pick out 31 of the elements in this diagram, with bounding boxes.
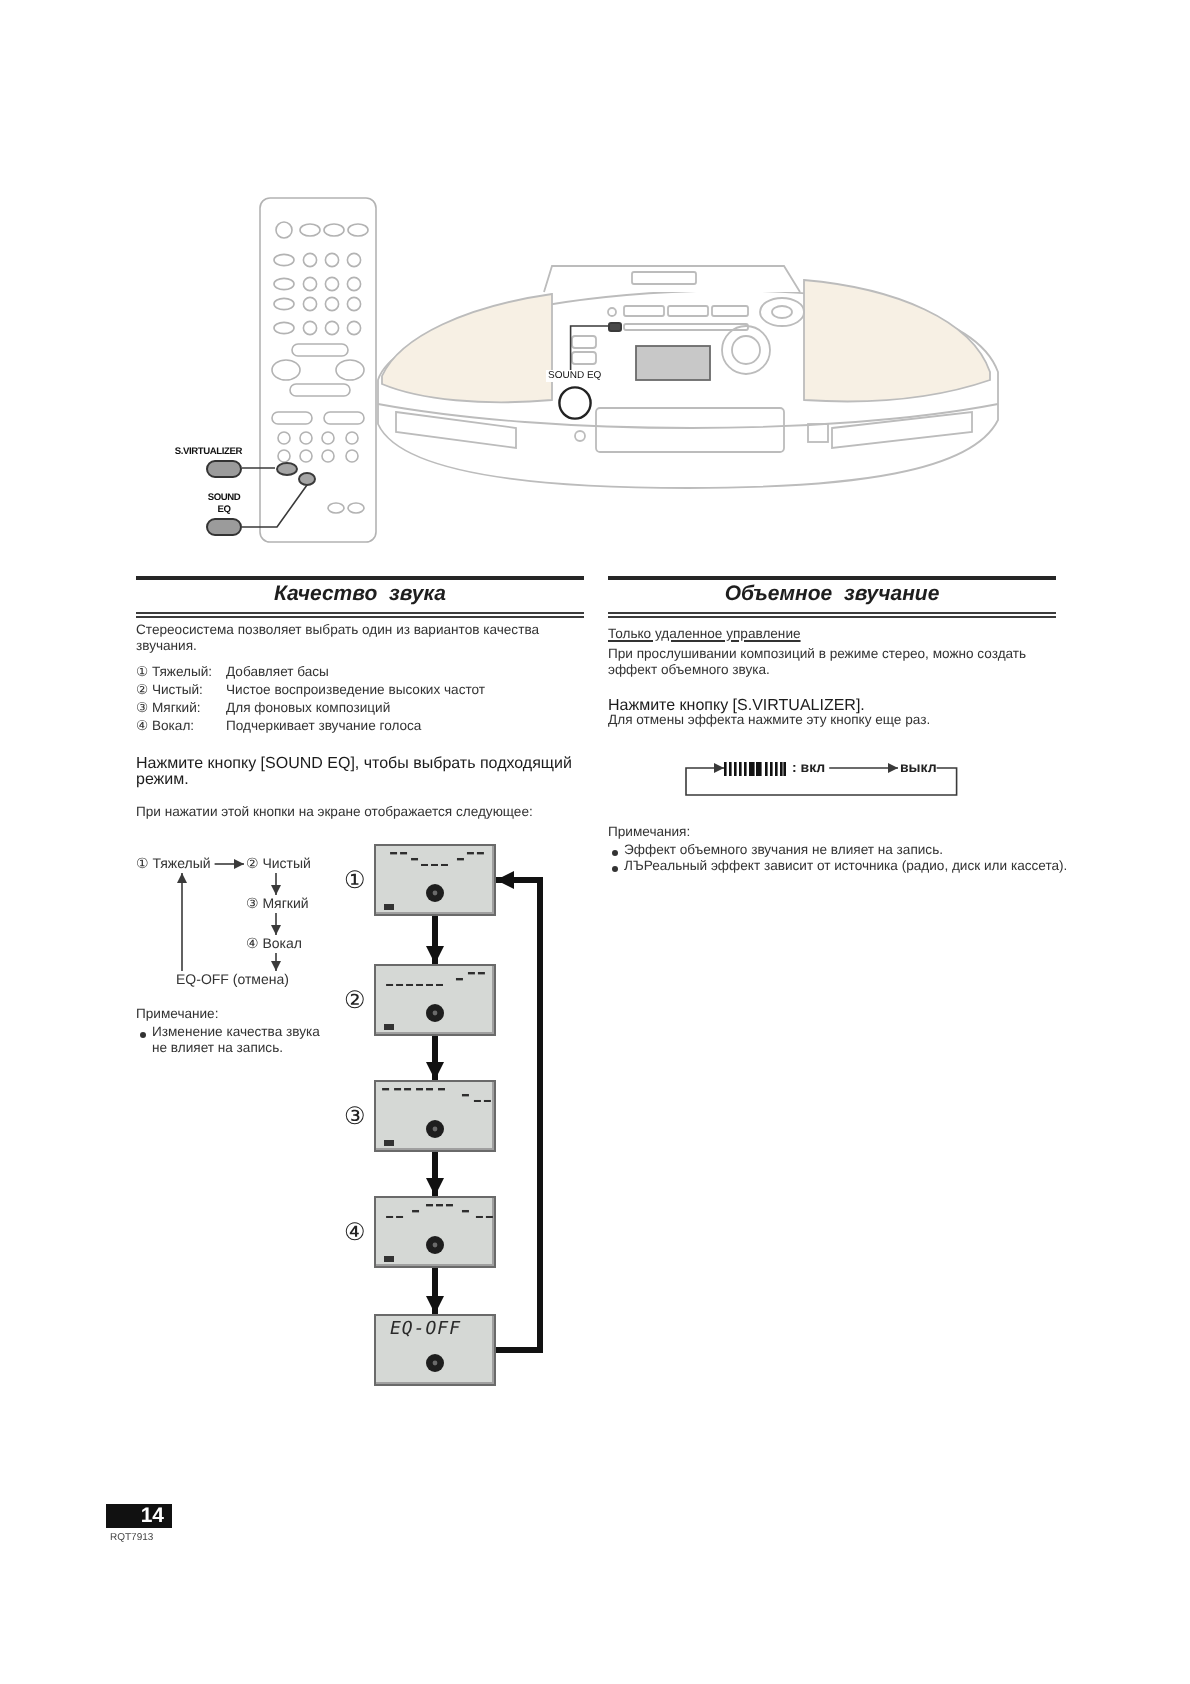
leader-line — [569, 325, 609, 371]
step-number: ④ — [344, 1220, 366, 1246]
flow-arrow — [271, 952, 281, 972]
lcd-display — [374, 1080, 496, 1152]
flow-arrow — [271, 912, 281, 936]
step-number: ① — [344, 868, 366, 894]
leader-line — [241, 484, 308, 528]
loop-arrow — [685, 763, 958, 796]
flow-arrow — [426, 916, 444, 964]
flow-arrow — [271, 872, 281, 896]
step-number: ② — [344, 988, 366, 1014]
button-icon — [608, 321, 622, 331]
flow-arrow — [426, 1152, 444, 1196]
flow-arrow — [426, 1268, 444, 1314]
lcd-display — [374, 1314, 496, 1386]
lcd-display — [374, 1196, 496, 1268]
section-heading: Объемное звучание — [608, 576, 1056, 618]
display-text: EQ-OFF — [390, 1320, 462, 1340]
section-heading: Качество звука — [136, 576, 584, 618]
flow-arrow — [828, 763, 899, 773]
leader-line — [241, 467, 276, 469]
instruction-text: Нажмите кнопку [SOUND EQ], чтобы выбрать подходящий режим. — [136, 755, 574, 789]
flow-arrow — [426, 1036, 444, 1080]
flow-arrow — [177, 872, 187, 972]
flow-arrow — [213, 859, 245, 869]
page-number: 14 — [106, 1504, 172, 1528]
loop-arrow — [496, 871, 543, 1353]
step-number: ③ — [344, 1104, 366, 1130]
instruction-text: Нажмите кнопку [S.VIRTUALIZER]. — [608, 697, 867, 714]
lcd-display — [374, 964, 496, 1036]
lcd-display — [374, 844, 496, 916]
